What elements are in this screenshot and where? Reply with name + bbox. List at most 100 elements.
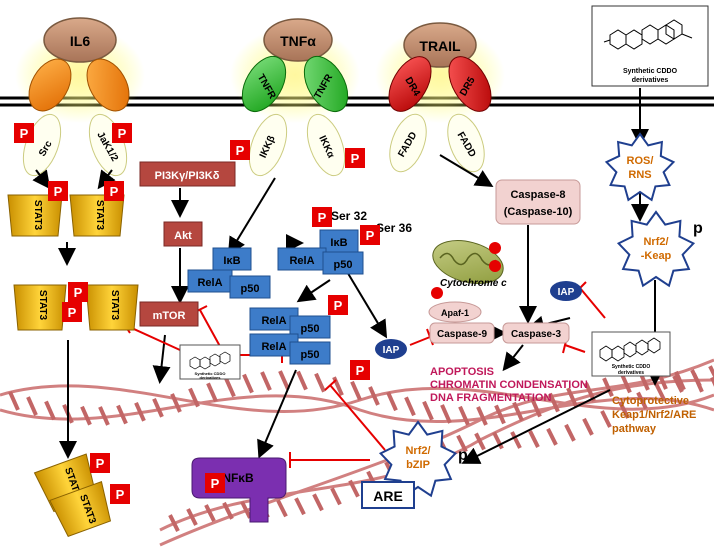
phospho-marker: P: [104, 181, 124, 201]
nrf2-keap-line2: -Keap: [641, 250, 672, 262]
dna-rung: [476, 406, 488, 426]
cddo-small-left-line2: derivatives: [200, 375, 222, 380]
phospho-marker: P: [48, 181, 68, 201]
are-box: ARE: [361, 481, 415, 509]
dna-rung: [458, 405, 470, 426]
ros-line2: RNS: [628, 169, 651, 181]
dna-rung: [618, 401, 630, 419]
dr5: [448, 56, 492, 112]
trail-receptor-group: TRAIL DR4 DR5 FADD FADD: [375, 22, 505, 173]
dna-rung: [8, 391, 20, 411]
arrows: [32, 88, 664, 464]
dna-rung: [548, 392, 560, 413]
phospho-marker: P: [62, 302, 82, 322]
stat3-label: STAT3: [37, 290, 48, 321]
cyto-line3: pathway: [612, 423, 657, 435]
nrf2-bzip-p: p: [458, 447, 468, 464]
nrf2-bzip-line2: bZIP: [406, 459, 430, 471]
dna-rung: [330, 487, 342, 506]
pi3k-label: PI3Kγ/PI3Kδ: [155, 170, 220, 182]
phospho-label: P: [356, 363, 365, 378]
dna-rung: [222, 501, 234, 520]
phospho-marker: P: [312, 207, 332, 227]
cddo-top-line1: Synthetic CDDO: [623, 68, 678, 75]
dna-rung: [404, 396, 416, 417]
rela-label: RelA: [261, 341, 286, 353]
dna-rung: [636, 391, 648, 410]
apoptosis-line1: APOPTOSIS: [430, 366, 494, 378]
p50-label: p50: [301, 349, 320, 361]
cddo-small-right-line2: derivatives: [618, 370, 644, 376]
dna-rung: [260, 371, 272, 391]
cddo-molecule-small-left: Synthetic CDDO derivatives: [179, 344, 241, 380]
phospho-marker: P: [350, 360, 370, 380]
dr4: [388, 56, 432, 112]
dna-rung: [654, 382, 666, 401]
dna-rung: [582, 417, 594, 436]
phospho-label: P: [318, 210, 327, 225]
nrf2-keap-line1: Nrf2/: [643, 236, 668, 248]
dna-rung: [600, 410, 612, 428]
cddo-molecule-top: Synthetic CDDO derivatives: [591, 5, 709, 87]
apoptosis-outcome: APOPTOSIS CHROMATIN CONDENSATION DNA FRA…: [430, 366, 588, 404]
dna-rung: [492, 431, 504, 450]
casp3-label: Caspase-3: [511, 329, 561, 340]
dna-rung: [240, 500, 252, 519]
dna-rung: [530, 397, 542, 418]
tnfr-left: [241, 56, 287, 112]
dna-rung: [314, 372, 326, 393]
dna-rung: [278, 370, 290, 390]
phospho-label: P: [211, 476, 220, 491]
tnfr-right: [303, 56, 349, 112]
ser32-label: Ser 32: [331, 209, 367, 223]
casp8-line2: (Caspase-10): [504, 206, 573, 218]
il6-label: IL6: [70, 33, 90, 49]
nfkb-complex: IκB RelA p50 IκB RelA p50 RelA p50 RelA …: [187, 209, 412, 365]
dna-rung: [528, 430, 540, 448]
dna-rung: [312, 493, 324, 512]
dna-rung: [188, 387, 200, 408]
trail-ligand: [403, 22, 477, 68]
cyto-line2: Keap1/Nrf2/ARE: [612, 409, 696, 421]
dna-rung: [620, 373, 632, 394]
mitochondria-group: Cytochrome c Caspase-8 (Caspase-10) Apaf…: [428, 179, 581, 344]
dna-rung: [348, 479, 360, 498]
dna-rung: [80, 405, 92, 426]
ros-star: ROS/ RNS: [604, 132, 676, 202]
dna-rung: [690, 369, 702, 387]
tnfa-ligand: [263, 18, 333, 62]
dna-rung: [44, 400, 56, 421]
phospho-label: P: [236, 143, 245, 158]
dna-rung: [512, 401, 524, 422]
dna-rung: [602, 377, 614, 398]
phospho-label: P: [68, 305, 77, 320]
dna-rung: [708, 365, 714, 379]
dna-rung: [224, 377, 236, 398]
dna-rung: [564, 423, 576, 442]
apaf1-label: Apaf-1: [441, 308, 469, 318]
stat3-label: STAT3: [94, 200, 105, 231]
nrf2-bzip-star: Nrf2/ bZIP p: [378, 420, 468, 498]
phospho-label: P: [54, 184, 63, 199]
mtor-label: mTOR: [153, 310, 186, 322]
phospho-marker: P: [90, 453, 110, 473]
tnfa-label: TNFα: [280, 33, 316, 49]
nrf2-bzip-line1: Nrf2/: [405, 445, 430, 457]
dna-rung: [296, 370, 308, 391]
phospho-marker: P: [230, 140, 250, 160]
dna-rung: [170, 393, 182, 413]
phospho-label: P: [74, 285, 83, 300]
stat3-dna-bound: STAT3 STAT3: [33, 453, 112, 537]
kinase-boxes: PI3Kγ/PI3Kδ Akt mTOR: [139, 161, 236, 327]
cddo-small-right-line1: Synthetic CDDO: [612, 364, 651, 370]
dna-rung: [152, 397, 164, 418]
stat3-label: STAT3: [32, 200, 43, 231]
cyto-line1: Cytoprotective: [612, 395, 689, 407]
nrf2-keap-p: p: [693, 220, 703, 237]
rela-label: RelA: [197, 277, 222, 289]
p50-label: p50: [241, 283, 260, 295]
phospho-label: P: [334, 298, 343, 313]
dna-rung: [242, 373, 254, 394]
